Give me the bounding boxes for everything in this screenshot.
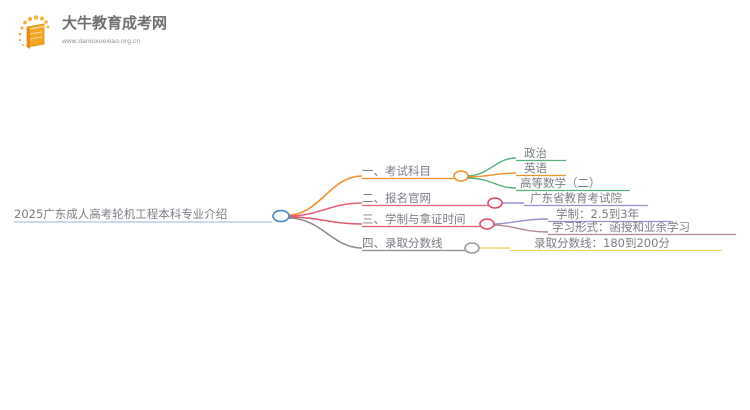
logo-url: www.daniuxuexiao.org.cn bbox=[62, 38, 141, 45]
connector-branch-2 bbox=[287, 202, 363, 217]
leaf-label-admission-score-range[interactable]: 录取分数线：180到200分 bbox=[534, 236, 670, 250]
leaf-label-guangdong-exam-authority[interactable]: 广东省教育考试院 bbox=[530, 191, 622, 205]
branch-3-node bbox=[479, 218, 495, 230]
book-icon bbox=[14, 14, 58, 52]
root-node-label[interactable]: 2025广东成人高考轮机工程本科专业介绍 bbox=[14, 207, 228, 221]
site-logo: 大牛教育成考网 www.daniuxuexiao.org.cn bbox=[14, 12, 168, 54]
leaf-label-study-format[interactable]: 学习形式：函授和业余学习 bbox=[552, 220, 690, 234]
connector-leaf-1-2 bbox=[465, 172, 517, 178]
connector-branch-3 bbox=[287, 216, 363, 225]
branch-2-node bbox=[487, 197, 503, 209]
root-node bbox=[272, 209, 290, 223]
connector-leaf-3-2 bbox=[491, 224, 549, 233]
branch-label-admission-score[interactable]: 四、录取分数线 bbox=[362, 236, 443, 250]
connector-leaf-1-1 bbox=[465, 157, 517, 177]
leaf-label-english[interactable]: 英语 bbox=[524, 161, 547, 175]
leaf-label-study-duration[interactable]: 学制：2.5到3年 bbox=[556, 207, 640, 221]
branch-label-exam-subjects[interactable]: 一、考试科目 bbox=[362, 164, 431, 178]
connector-branch-4 bbox=[287, 217, 363, 249]
leaf-label-politics[interactable]: 政治 bbox=[524, 146, 547, 160]
branch-label-duration-certificate[interactable]: 三、学制与拿证时间 bbox=[362, 212, 466, 226]
leaf-label-advanced-math[interactable]: 高等数学（二） bbox=[520, 176, 601, 190]
branch-4-node bbox=[464, 242, 480, 254]
connector-leaf-3-1 bbox=[491, 218, 549, 225]
connector-leaf-1-3 bbox=[465, 177, 517, 189]
branch-1-node bbox=[453, 170, 469, 182]
logo-title: 大牛教育成考网 bbox=[62, 15, 168, 32]
connector-branch-1 bbox=[287, 175, 363, 216]
branch-label-registration-site[interactable]: 二、报名官网 bbox=[362, 191, 431, 205]
logo-text: 大牛教育成考网 www.daniuxuexiao.org.cn bbox=[62, 14, 168, 54]
